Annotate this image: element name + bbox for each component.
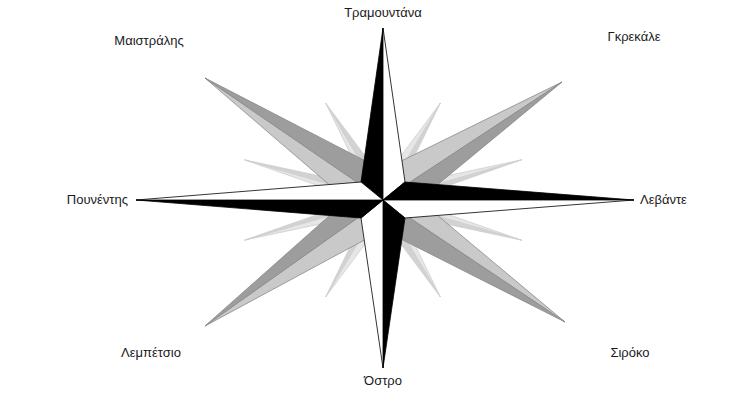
wind-label: Λεμπέτσιο — [121, 345, 181, 361]
diagonal-point-part — [383, 200, 565, 322]
wind-label: Όστρο — [364, 373, 402, 389]
diagonal-point-part — [383, 200, 565, 322]
cardinal-point-part — [383, 200, 634, 218]
diagonal-point-part — [205, 200, 383, 326]
cardinal-point — [136, 28, 634, 368]
wind-label: Γκρεκάλε — [607, 29, 660, 45]
cardinal-point-part — [383, 200, 405, 368]
cardinal-point-part — [136, 182, 383, 200]
cardinal-point-part — [383, 28, 405, 200]
wind-label: Τραμουντάνα — [344, 5, 422, 21]
wind-label: Σιρόκο — [610, 345, 649, 361]
cardinal-point-part — [361, 200, 383, 368]
diagonal-point-part — [205, 78, 383, 200]
cardinal-point-part — [383, 182, 634, 200]
cardinal-point-part — [136, 200, 383, 218]
wind-label: Λεβάντε — [640, 192, 687, 208]
wind-label: Μαιστράλης — [114, 33, 183, 49]
cardinal-point-part — [361, 28, 383, 200]
wind-label: Πουνέντης — [67, 192, 128, 208]
diagonal-point-part — [205, 200, 383, 326]
diagonal-point-part — [205, 78, 383, 200]
